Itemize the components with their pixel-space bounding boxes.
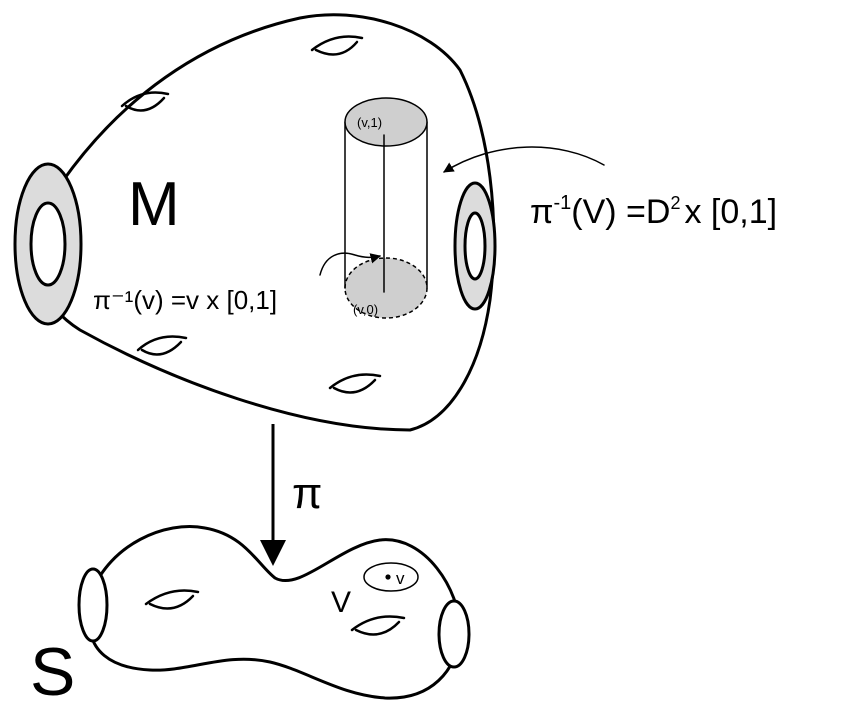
top-disk — [344, 97, 428, 147]
left-boundary-circle — [77, 567, 109, 643]
tube-preimage-sup: -1 — [553, 192, 571, 214]
left-boundary-annulus — [13, 162, 83, 326]
right-boundary-annulus — [453, 181, 497, 311]
handle-mark — [136, 335, 188, 356]
point-label: v — [396, 569, 405, 588]
bottom-point-label: (v,0) — [353, 302, 378, 317]
tube-preimage-sup2: 2 — [670, 193, 680, 213]
svg-text:π-1(V) =D2x [0,1]: π-1(V) =D2x [0,1] — [530, 192, 777, 231]
manifold-outline — [27, 13, 496, 432]
fiber-pointer-arrow — [319, 252, 382, 276]
handle-mark — [350, 615, 406, 636]
surface-s: v V — [77, 525, 471, 700]
preimage-cylinder — [344, 97, 428, 319]
tube-preimage-prefix: π — [530, 193, 553, 231]
right-boundary-circle — [437, 599, 471, 669]
tube-preimage-suffix: x [0,1] — [684, 193, 777, 231]
top-point-label: (v,1) — [357, 115, 382, 130]
handle-mark — [144, 589, 200, 610]
projection-label: π — [292, 469, 322, 518]
manifold-m: M (v,1) (v,0) — [13, 13, 497, 432]
surface-label: S — [30, 634, 75, 706]
handle-mark — [328, 373, 382, 394]
neighborhood-label: V — [331, 586, 351, 619]
neighborhood-v — [363, 562, 419, 592]
tube-preimage-mid: (V) =D — [571, 193, 670, 231]
handle-mark — [120, 91, 170, 112]
manifold-label: M — [128, 170, 180, 239]
handle-mark — [310, 35, 364, 56]
fiber-preimage-label: π⁻¹(v) =v x [0,1] — [93, 285, 277, 315]
point-dot — [385, 574, 391, 580]
projection-arrow — [260, 424, 286, 566]
tube-pointer-arrow — [443, 146, 605, 173]
